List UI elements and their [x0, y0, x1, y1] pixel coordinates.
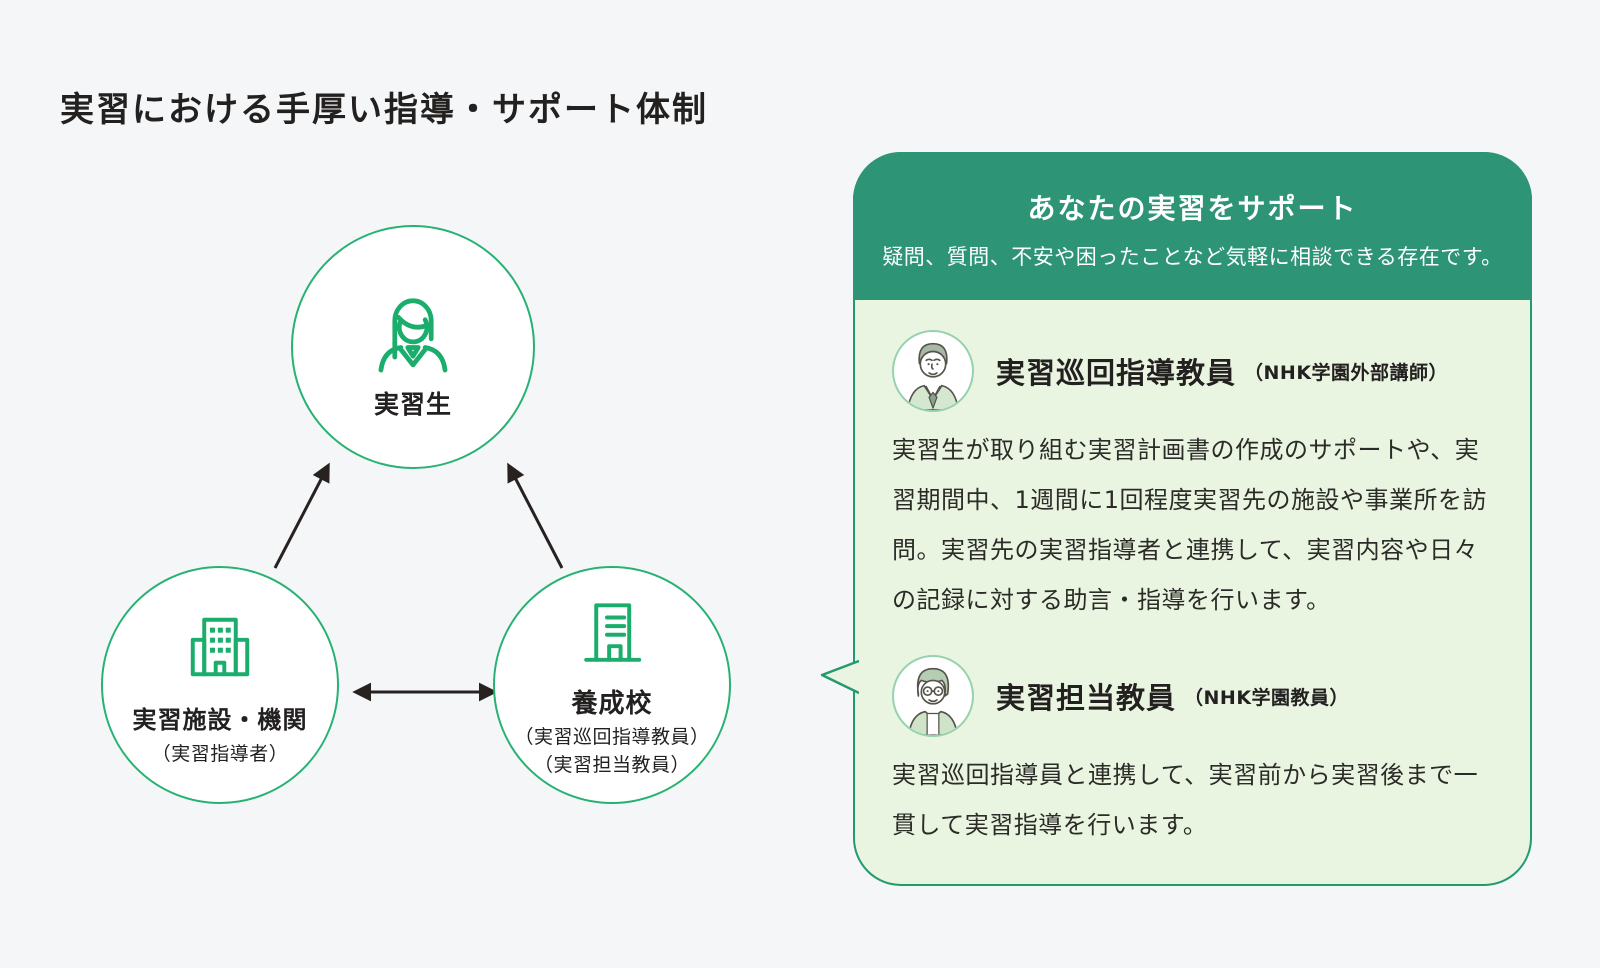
- section-description: 実習生が取り組む実習計画書の作成のサポートや、実習期間中、1週間に1回程度実習先…: [892, 436, 1488, 614]
- building-icon: [190, 617, 250, 677]
- node-sublabel-facility: （実習指導者）: [151, 743, 289, 765]
- section-qualifier: （NHK学園教員）: [1184, 686, 1350, 709]
- male-teacher-avatar: [892, 330, 974, 412]
- speech-bubble-tail: [820, 660, 859, 695]
- diagram-node-school: 養成校 （実習巡回指導教員） （実習担当教員）: [493, 566, 731, 804]
- female-teacher-avatar: [892, 655, 974, 737]
- section-tour-teacher: 実習巡回指導教員 （NHK学園外部講師） 実習生が取り組む実習計画書の作成のサポ…: [892, 330, 1492, 625]
- card-header-subtitle: 疑問、質問、不安や困ったことなど気軽に相談できる存在です。: [882, 245, 1503, 269]
- arrow-facility-to-trainee: [273, 462, 330, 569]
- node-sublabel-school-1: （実習巡回指導教員）: [514, 725, 710, 748]
- person-icon: [378, 298, 448, 373]
- node-label-trainee: 実習生: [373, 390, 452, 419]
- card-header: あなたの実習をサポート 疑問、質問、不安や困ったことなど気軽に相談できる存在です…: [853, 152, 1532, 300]
- arrow-school-to-trainee: [507, 462, 564, 569]
- section-title: 実習担当教員: [996, 681, 1177, 715]
- card-body: 実習巡回指導教員 （NHK学園外部講師） 実習生が取り組む実習計画書の作成のサポ…: [855, 300, 1530, 884]
- node-label-facility: 実習施設・機関: [132, 706, 308, 734]
- node-label-school: 養成校: [571, 688, 653, 719]
- section-description: 実習巡回指導員と連携して、実習前から実習後まで一貫して実習指導を行います。: [892, 761, 1479, 839]
- card-header-title: あなたの実習をサポート: [1027, 192, 1358, 225]
- section-heading: 実習巡回指導教員 （NHK学園外部講師）: [892, 330, 1492, 412]
- diagram-node-facility: 実習施設・機関 （実習指導者）: [101, 566, 339, 804]
- school-icon: [584, 603, 642, 662]
- node-sublabel-school-2: （実習担当教員）: [533, 753, 690, 776]
- section-heading: 実習担当教員 （NHK学園教員）: [892, 655, 1492, 737]
- diagram-node-trainee: 実習生: [291, 225, 535, 469]
- page-title: 実習における手厚い指導・サポート体制: [60, 90, 708, 130]
- section-qualifier: （NHK学園外部講師）: [1244, 361, 1449, 384]
- section-title: 実習巡回指導教員: [996, 356, 1237, 390]
- support-card: あなたの実習をサポート 疑問、質問、不安や困ったことなど気軽に相談できる存在です…: [820, 152, 1532, 886]
- section-assigned-teacher: 実習担当教員 （NHK学園教員） 実習巡回指導員と連携して、実習前から実習後まで…: [892, 655, 1492, 850]
